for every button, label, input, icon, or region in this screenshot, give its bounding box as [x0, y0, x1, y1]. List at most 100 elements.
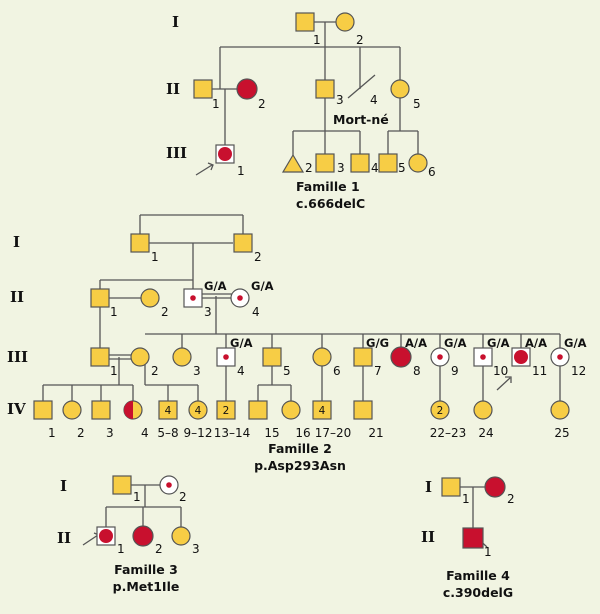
- f4-ii1-num: 1: [484, 545, 492, 559]
- f2-iii12-num: 12: [571, 364, 586, 378]
- f2-ii1-male: [90, 288, 110, 308]
- f2-ii2-female: [140, 288, 160, 308]
- f3-ii1-affected-mark: [99, 529, 113, 543]
- f1-ii4-num: 4: [370, 93, 378, 107]
- f4-i1-num: 1: [462, 492, 470, 506]
- f2-iii10-genotype: G/A: [487, 336, 510, 350]
- f3-ii2-female-affected: [132, 525, 154, 547]
- f2-iv3-num: 3: [106, 426, 114, 440]
- f2-iv24-num: 24: [478, 426, 493, 440]
- f2-iii7-num: 7: [374, 364, 382, 378]
- f2-iv9-12-range: 9–12: [184, 426, 213, 440]
- f2-caption-name: Famille 2: [268, 441, 332, 456]
- f2-iv3-male: [91, 400, 111, 420]
- f1-iii4-male: [350, 153, 370, 173]
- f2-iii12-carrier-dot: [557, 354, 563, 360]
- f2-ii3-genotype: G/A: [204, 279, 227, 293]
- f2-iii9-genotype: G/A: [444, 336, 467, 350]
- family-1-nodes: [193, 12, 428, 173]
- f2-i1-num: 1: [151, 250, 159, 264]
- f2-iv16-num: 16: [295, 426, 310, 440]
- f2-iv1-male: [33, 400, 53, 420]
- f4-caption-name: Famille 4: [446, 568, 510, 583]
- family-2-nodes: [33, 233, 570, 420]
- f2-iii1-male: [90, 347, 110, 367]
- f1-iii3-male: [315, 153, 335, 173]
- f2-iii7-genotype: G/G: [366, 336, 389, 350]
- f3-i2-carrier-dot: [166, 482, 172, 488]
- f3-caption-mutation: p.Met1Ile: [113, 579, 180, 594]
- f1-ii3-num: 3: [336, 93, 344, 107]
- f2-iii1-num: 1: [110, 364, 118, 378]
- f2-iv4-half-mark: [124, 401, 133, 419]
- f2-iv22-23-range: 22–23: [430, 426, 467, 440]
- f4-gen-label-ii: II: [421, 528, 435, 546]
- f1-iii3-num: 3: [337, 161, 345, 175]
- f1-iii6-num: 6: [428, 165, 436, 179]
- f2-iv17-20-range: 17–20: [315, 426, 352, 440]
- f1-ii1-num: 1: [212, 97, 220, 111]
- f2-iv21-male: [353, 400, 373, 420]
- f1-iii4-num: 4: [371, 161, 379, 175]
- f2-i2-male: [233, 233, 253, 253]
- f1-i2-num: 2: [356, 33, 364, 47]
- f1-iii1-num: 1: [237, 164, 245, 178]
- f2-i1-male: [130, 233, 150, 253]
- f2-iv22-23-group: [430, 400, 450, 420]
- f2-ii2-num: 2: [161, 305, 169, 319]
- f4-gen-label-i: I: [425, 478, 432, 496]
- f4-ii1-male-affected-proband: [462, 527, 484, 549]
- f1-ii5-num: 5: [413, 97, 421, 111]
- f2-iv4-num: 4: [141, 426, 149, 440]
- f2-iii6-num: 6: [333, 364, 341, 378]
- f2-ii1-num: 1: [110, 305, 118, 319]
- f2-iii4-genotype: G/A: [230, 336, 253, 350]
- f3-i2-num: 2: [179, 490, 187, 504]
- f2-caption-mutation: p.Asp293Asn: [254, 458, 346, 473]
- f2-iv13-14-range: 13–14: [214, 426, 251, 440]
- f2-iii2-num: 2: [151, 364, 159, 378]
- f2-ii4-genotype: G/A: [251, 279, 274, 293]
- f3-i1-num: 1: [133, 490, 141, 504]
- f1-gen-label-ii: II: [166, 80, 180, 98]
- f2-iii9-num: 9: [451, 364, 459, 378]
- f1-iii1-affected-mark: [218, 147, 232, 161]
- f2-iii5-num: 5: [283, 364, 291, 378]
- f2-iv5-8-range: 5–8: [157, 426, 178, 440]
- f2-iii2-female: [130, 347, 150, 367]
- f2-i2-num: 2: [254, 250, 262, 264]
- f2-iii12-genotype: G/A: [564, 336, 587, 350]
- f2-iii3-num: 3: [193, 364, 201, 378]
- f1-iii6-female: [408, 153, 428, 173]
- f2-iii9-carrier-dot: [437, 354, 443, 360]
- f2-ii4-carrier-dot: [237, 295, 243, 301]
- f2-iii4-carrier-dot: [223, 354, 229, 360]
- f1-i1-male: [295, 12, 315, 32]
- f2-iii5-male: [262, 347, 282, 367]
- f1-iii2-triangle: [281, 153, 305, 173]
- f4-i2-num: 2: [507, 492, 515, 506]
- f2-gen-label-iii: III: [7, 348, 28, 366]
- f1-iii2-num: 2: [305, 161, 313, 175]
- f2-iii8-genotype: A/A: [405, 336, 427, 350]
- f2-iv17-20-count: 4: [319, 405, 326, 417]
- f2-iv5-8-count: 4: [165, 405, 172, 417]
- f2-iii8-female-affected: [390, 346, 412, 368]
- f2-gen-label-ii: II: [10, 288, 24, 306]
- f3-gen-label-i: I: [60, 477, 67, 495]
- f1-stillborn-label: Mort-né: [333, 112, 389, 127]
- f2-iv9-12-count: 4: [195, 405, 202, 417]
- f2-iv25-female: [550, 400, 570, 420]
- f2-iii10-num: 10: [493, 364, 508, 378]
- f1-ii2-female-affected: [236, 78, 258, 100]
- f2-iii3-female: [172, 347, 192, 367]
- f3-caption-name: Famille 3: [114, 562, 178, 577]
- f2-ii3-num: 3: [204, 305, 212, 319]
- f1-caption-name: Famille 1: [296, 179, 360, 194]
- f4-caption-mutation: c.390delG: [443, 585, 513, 600]
- f1-ii1-male: [193, 79, 213, 99]
- f2-ii4-num: 4: [252, 305, 260, 319]
- f1-ii5-female: [390, 79, 410, 99]
